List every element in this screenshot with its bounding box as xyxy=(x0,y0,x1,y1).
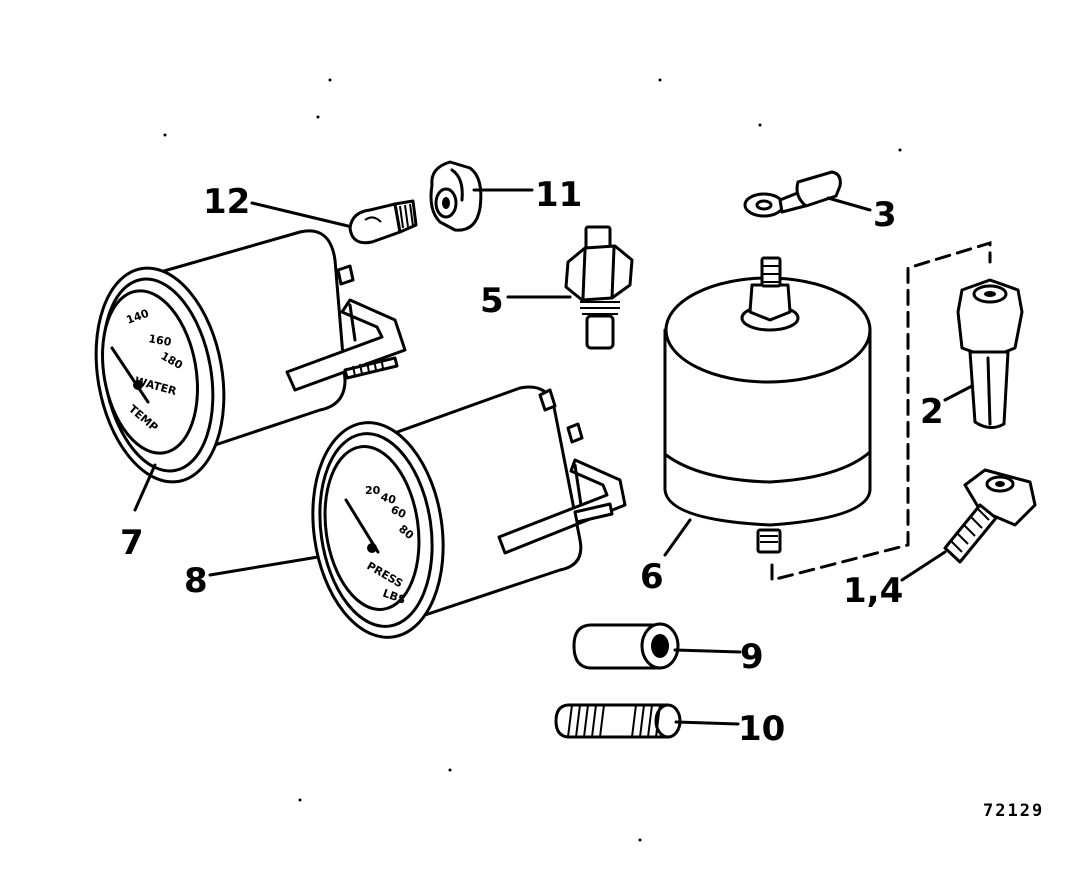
callout-3: 3 xyxy=(873,195,897,235)
figure-reference-number: 72129 xyxy=(983,801,1044,821)
callout-12: 12 xyxy=(203,182,250,222)
nipple-10 xyxy=(554,703,682,739)
callouts: 12 11 3 5 2 1,4 6 7 8 9 10 xyxy=(120,175,944,749)
leader-7 xyxy=(133,463,157,512)
leader-9 xyxy=(673,648,742,654)
leader-8 xyxy=(208,555,320,577)
temperature-gauge-7: 140 160 180 WATER TEMP xyxy=(94,229,407,484)
elbow-fitting-1-4 xyxy=(943,468,1037,564)
bulb-12 xyxy=(348,199,418,245)
press-tick-1: 20 xyxy=(365,484,381,497)
callout-8: 8 xyxy=(184,561,208,601)
press-tick-3: 60 xyxy=(389,503,409,521)
callout-11: 11 xyxy=(535,175,582,215)
callout-6: 6 xyxy=(640,557,664,597)
temp-tick-2: 160 xyxy=(147,332,172,349)
callout-9: 9 xyxy=(740,637,764,677)
leader-10 xyxy=(674,720,740,726)
sending-unit-6 xyxy=(663,240,992,582)
leader-1-4 xyxy=(900,550,947,582)
pressure-gauge-8: 20 40 60 80 PRESS LBS xyxy=(311,385,627,639)
callout-10: 10 xyxy=(738,709,785,749)
callout-2: 2 xyxy=(920,392,944,432)
callout-7: 7 xyxy=(120,523,144,563)
sender-5 xyxy=(564,225,634,350)
callout-5: 5 xyxy=(480,281,504,321)
press-tick-2: 40 xyxy=(379,490,397,507)
adapter-2 xyxy=(956,278,1024,429)
leader-12 xyxy=(250,201,350,228)
socket-11 xyxy=(429,160,483,232)
callout-1-4: 1,4 xyxy=(843,571,903,611)
leader-3 xyxy=(826,196,872,212)
leader-2 xyxy=(943,384,974,402)
sleeve-9 xyxy=(572,622,680,670)
leader-lines xyxy=(133,188,974,726)
leader-6 xyxy=(663,518,692,557)
scan-specks xyxy=(163,78,902,842)
ring-terminal-3 xyxy=(743,170,842,218)
